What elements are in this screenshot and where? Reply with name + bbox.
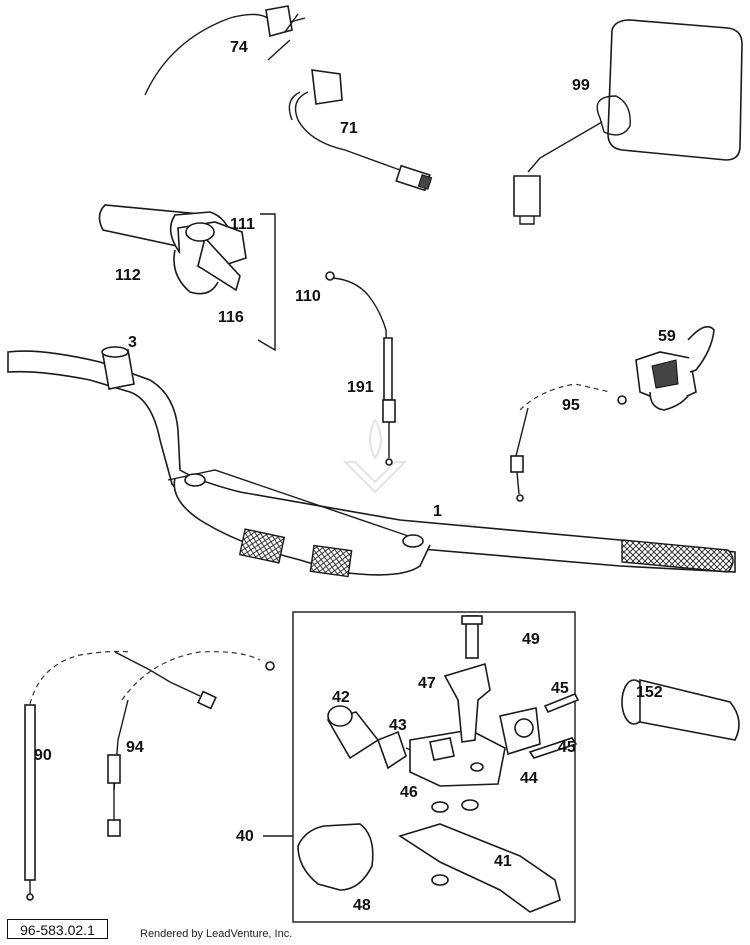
callout-40: 40 (236, 828, 254, 845)
callout-3: 3 (128, 334, 137, 351)
throttle-assembly[interactable] (98, 204, 276, 352)
callout-99: 99 (572, 77, 590, 94)
callout-95: 95 (562, 397, 580, 414)
adjuster-nut-part[interactable] (376, 730, 421, 770)
lever-bracket-part[interactable] (409, 729, 506, 787)
callout-191: 191 (347, 379, 374, 396)
clutch-lever-assembly-box (292, 611, 576, 923)
callout-49: 49 (522, 631, 540, 648)
callout-45-lower: 45 (558, 739, 576, 756)
callout-59: 59 (658, 328, 676, 345)
callout-1: 1 (433, 503, 442, 520)
clutch-lever-part[interactable] (398, 823, 561, 913)
document-id: 96-583.02.1 (7, 919, 108, 939)
hot-start-cable-part[interactable] (510, 383, 627, 502)
callout-47: 47 (418, 675, 436, 692)
left-grip-part[interactable] (621, 678, 740, 741)
handlebar-part[interactable] (7, 350, 736, 578)
callout-152: 152 (636, 684, 663, 701)
callout-94: 94 (126, 739, 144, 756)
callout-46: 46 (400, 784, 418, 801)
callout-74: 74 (230, 39, 248, 56)
callout-90: 90 (34, 747, 52, 764)
callout-labels: 74 71 99 111 112 110 116 3 191 59 95 1 4… (34, 39, 676, 914)
callout-116: 116 (218, 309, 244, 326)
washer-parts[interactable] (431, 762, 484, 886)
callout-41: 41 (494, 853, 512, 870)
hot-start-part[interactable] (635, 325, 715, 411)
cable-end-part[interactable] (144, 5, 306, 96)
callout-44: 44 (520, 770, 538, 787)
clamp-part[interactable] (499, 707, 541, 756)
decomp-cable-part[interactable] (107, 651, 275, 837)
callout-110: 110 (295, 288, 321, 305)
callout-71: 71 (340, 120, 358, 137)
callout-112: 112 (115, 267, 141, 284)
screw-part[interactable] (461, 615, 483, 659)
bolt-part-upper[interactable] (543, 692, 580, 714)
adjuster-part[interactable] (326, 705, 380, 760)
lever-cover-part[interactable] (297, 823, 374, 891)
callout-42: 42 (332, 689, 350, 706)
bolt-part-lower[interactable] (528, 737, 578, 759)
throttle-cable-part[interactable] (325, 271, 396, 466)
bushing-part[interactable] (101, 346, 135, 390)
kill-switch-part[interactable] (288, 69, 433, 192)
callout-48: 48 (353, 897, 371, 914)
hot-start-lever-part[interactable] (443, 662, 491, 743)
callout-45-upper: 45 (551, 680, 569, 697)
callout-43: 43 (389, 717, 407, 734)
mirror-part[interactable] (513, 19, 743, 225)
render-credit: Rendered by LeadVenture, Inc. (140, 928, 293, 940)
clutch-cable-part[interactable] (24, 650, 217, 901)
callout-111: 111 (230, 216, 255, 233)
